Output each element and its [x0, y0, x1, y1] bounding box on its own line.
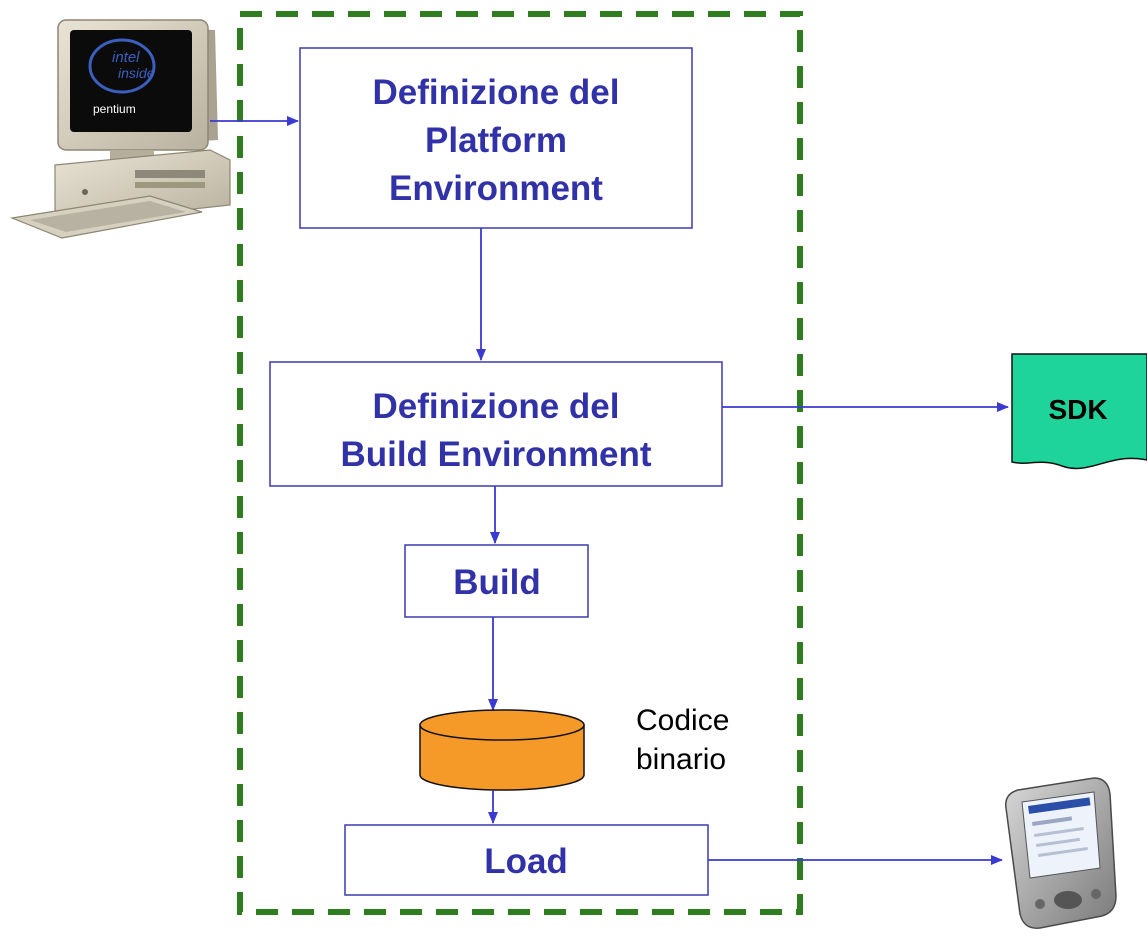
pc-brand-line2: inside: [118, 65, 155, 81]
pda-device-icon: [1005, 777, 1117, 929]
load-box-label: Load: [484, 842, 568, 881]
sdk-label: SDK: [1048, 394, 1107, 425]
storage-label-line2: binario: [636, 743, 726, 776]
desktop-pc-icon: intel inside pentium: [9, 19, 231, 239]
sdk-document-shape: [1011, 353, 1147, 470]
build-env-box-line2: Build Environment: [340, 435, 651, 474]
storage-label-line1: Codice: [636, 704, 729, 737]
pc-brand-line3: pentium: [93, 102, 136, 116]
platform-environment-box: [299, 47, 693, 229]
build-box-label: Build: [453, 563, 540, 602]
pc-brand-line1: intel: [112, 49, 140, 66]
build-box: [404, 544, 589, 618]
build-environment-box: [269, 361, 723, 487]
binary-code-storage-icon: [419, 709, 585, 791]
build-env-box-line1: Definizione del: [373, 387, 620, 426]
environment-frame: [237, 11, 803, 915]
platform-box-line2: Platform: [425, 121, 567, 160]
load-box: [344, 824, 709, 896]
platform-box-line3: Environment: [389, 169, 603, 208]
platform-box-line1: Definizione del: [373, 73, 620, 112]
